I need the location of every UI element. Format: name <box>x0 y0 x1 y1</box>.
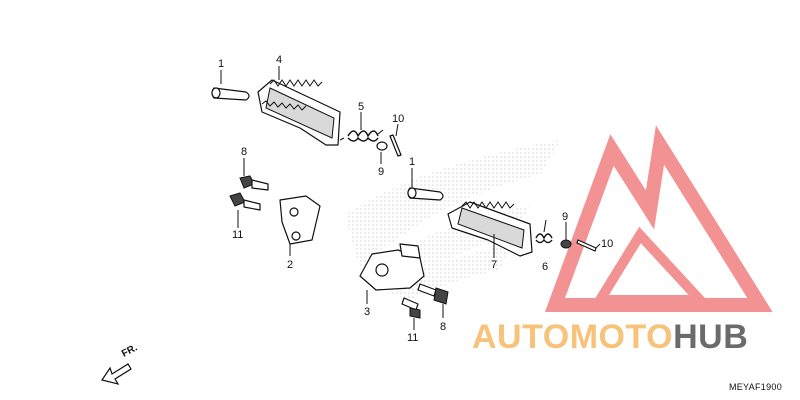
callout-10-middle: 10 <box>601 238 613 250</box>
callout-9-top: 9 <box>378 166 384 178</box>
callout-6: 6 <box>542 261 548 273</box>
part-cotter-pin-top <box>389 134 402 157</box>
part-bolt-upper <box>239 175 269 191</box>
callout-2: 2 <box>287 259 293 271</box>
watermark-triangle-logo <box>544 125 773 312</box>
part-spring-top <box>339 129 384 142</box>
part-cotter-pin-middle <box>576 239 597 252</box>
front-direction-arrow-icon <box>101 363 132 385</box>
callout-3: 3 <box>364 306 370 318</box>
part-mount-bracket <box>359 243 425 291</box>
part-bracket <box>279 195 321 245</box>
part-footpeg-top <box>257 79 341 146</box>
part-bolt-lower-right <box>417 283 449 305</box>
part-washer-top <box>376 141 388 151</box>
watermark-brand-text: AUTOMOTOHUB <box>472 318 748 357</box>
part-pin-middle <box>407 187 444 201</box>
callout-1-top: 1 <box>218 58 224 70</box>
watermark-word-moto: MOTO <box>569 318 674 356</box>
part-bolt-bottom <box>401 297 421 319</box>
part-pin-top <box>211 87 250 101</box>
part-washer-middle <box>560 239 572 249</box>
part-footpeg-middle <box>447 201 533 257</box>
callout-10-top: 10 <box>392 113 404 125</box>
watermark-word-hub: HUB <box>673 318 749 356</box>
part-bolt-lower <box>229 192 261 211</box>
watermark-word-auto: AUTO <box>472 318 570 356</box>
callout-numbers: 1 4 5 10 9 8 11 2 1 7 9 10 6 3 8 11 <box>218 54 613 344</box>
callout-11-upper: 11 <box>232 229 243 241</box>
callout-5: 5 <box>358 101 364 113</box>
callout-4: 4 <box>276 54 282 66</box>
callout-7: 7 <box>491 259 497 271</box>
diagram-code: MEYAF1900 <box>728 382 782 392</box>
callout-8-upper: 8 <box>241 146 247 158</box>
leader-lines <box>220 66 601 330</box>
callout-9-middle: 9 <box>562 211 568 223</box>
callout-8-lower: 8 <box>440 321 446 333</box>
callout-1-middle: 1 <box>409 156 415 168</box>
part-spring-middle <box>535 219 553 244</box>
callout-11-lower: 11 <box>407 332 418 344</box>
